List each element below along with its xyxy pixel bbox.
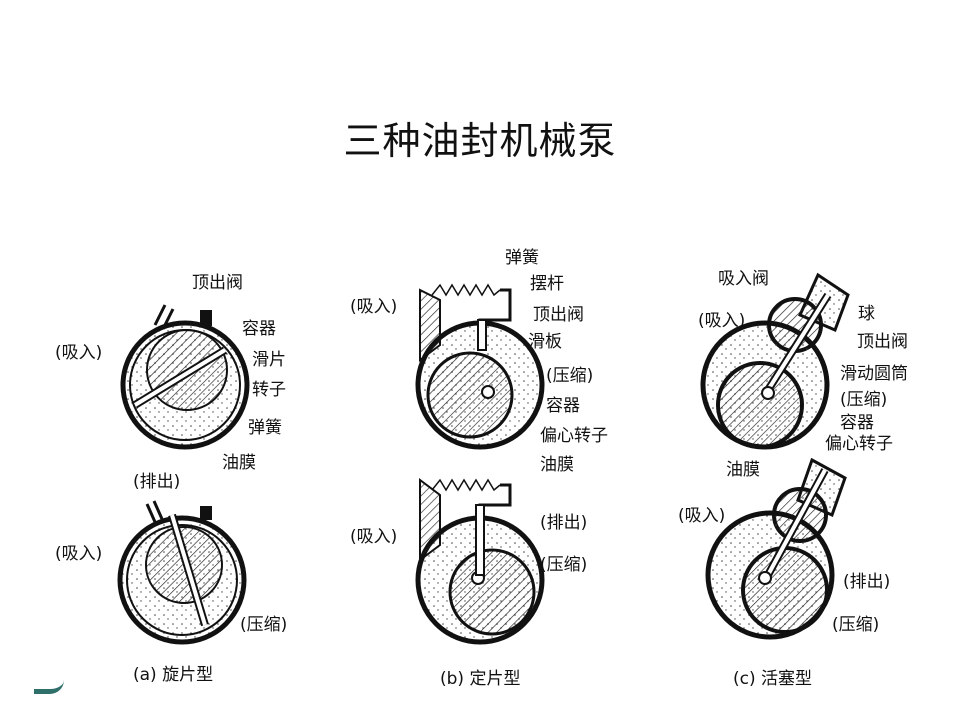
- label-spring: 弹簧: [248, 418, 282, 438]
- label-suction: (吸入): [678, 506, 726, 526]
- label-compression: (压缩): [240, 615, 288, 635]
- label-top-valve: 顶出阀: [533, 305, 584, 325]
- label-rocker: 摆杆: [530, 274, 564, 294]
- label-exhaust: (排出): [540, 513, 588, 533]
- label-top-valve: 顶出阀: [857, 332, 908, 352]
- label-compression: (压缩): [832, 615, 880, 635]
- label-exhaust: (排出): [843, 572, 891, 592]
- label-oil-film: 油膜: [222, 453, 256, 473]
- fixed-vane-pump-top: [415, 283, 545, 450]
- label-exhaust: (排出): [133, 472, 181, 492]
- label-compression: (压缩): [540, 555, 588, 575]
- label-compression: (压缩): [546, 366, 594, 386]
- label-suction: (吸入): [55, 544, 103, 564]
- label-sliding-cylinder: 滑动圆筒: [840, 364, 908, 384]
- label-suction: (吸入): [55, 343, 103, 363]
- caption-a: (a) 旋片型: [133, 665, 214, 685]
- label-oil-film: 油膜: [726, 460, 760, 480]
- label-container: 容器: [840, 413, 874, 433]
- label-suction: (吸入): [350, 297, 398, 317]
- label-suction: (吸入): [350, 527, 398, 547]
- label-top-valve: 顶出阀: [192, 273, 243, 293]
- label-vane: 滑片: [252, 350, 286, 370]
- label-eccentric-rotor: 偏心转子: [540, 426, 608, 446]
- label-compression: (压缩): [840, 390, 888, 410]
- fixed-vane-pump-bottom: [415, 478, 545, 645]
- label-spring: 弹簧: [505, 248, 539, 268]
- label-eccentric-rotor: 偏心转子: [825, 434, 893, 454]
- caption-c: (c) 活塞型: [733, 669, 813, 689]
- rotary-vane-pump-top: [120, 304, 250, 450]
- label-container: 容器: [546, 396, 580, 416]
- label-suction-valve: 吸入阀: [718, 269, 769, 289]
- label-rotor: 转子: [252, 380, 286, 400]
- piston-pump-bottom: [705, 457, 847, 640]
- rotary-vane-pump-bottom: [117, 500, 247, 645]
- slide-decoration: [34, 680, 64, 694]
- slide-title: 三种油封机械泵: [343, 119, 617, 163]
- label-slide-plate: 滑板: [528, 332, 562, 352]
- piston-pump-top: [700, 272, 850, 450]
- caption-b: (b) 定片型: [440, 669, 521, 689]
- label-ball: 球: [858, 304, 875, 324]
- label-suction: (吸入): [698, 311, 746, 331]
- label-container: 容器: [242, 319, 276, 339]
- label-oil-film: 油膜: [540, 455, 574, 475]
